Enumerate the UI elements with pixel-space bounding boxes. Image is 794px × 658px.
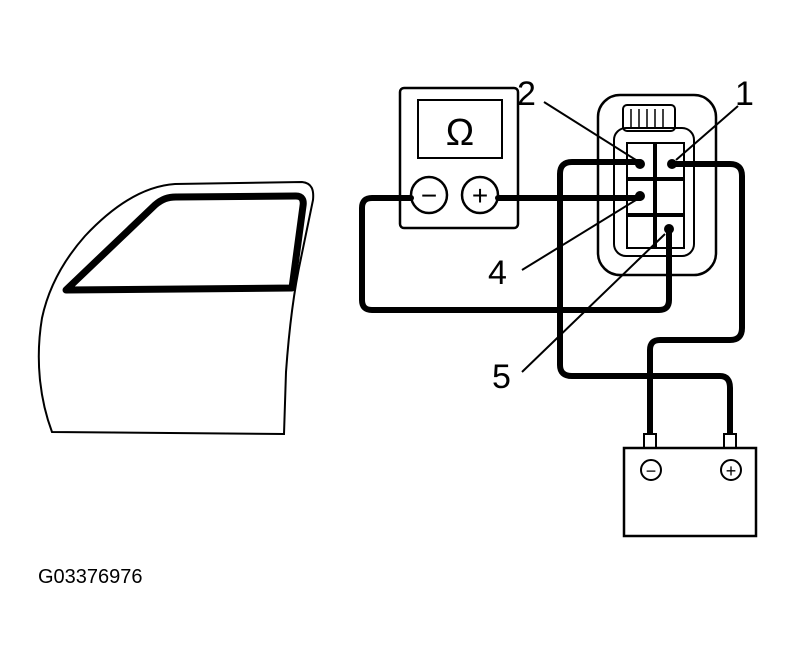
connector-outer <box>596 93 718 277</box>
battery-negative-sign: − <box>646 461 657 481</box>
meter-negative-wire <box>359 195 672 313</box>
terminal-cavity <box>655 179 685 215</box>
callout-labels: 2 1 4 5 <box>488 75 754 396</box>
callout-2-leader <box>543 101 637 161</box>
terminal-cavity <box>655 142 685 179</box>
battery-post-negative <box>643 433 657 449</box>
battery: − + <box>622 433 758 538</box>
ohmmeter-display <box>417 99 503 159</box>
callout-2: 2 <box>517 75 536 113</box>
meter-positive-sign: + <box>472 180 488 211</box>
callout-leaders <box>521 101 739 373</box>
connector-latch <box>622 104 676 132</box>
ohmmeter: Ω − + <box>398 86 520 230</box>
figure-code: G03376976 <box>38 566 143 588</box>
callout-1-leader <box>675 105 739 161</box>
car-door <box>37 180 315 436</box>
meter-negative-sign: − <box>421 180 437 211</box>
terminal-cavity <box>626 215 655 249</box>
switch-connector <box>596 93 718 277</box>
callout-5-leader <box>521 233 666 373</box>
battery-minus-icon <box>640 459 662 481</box>
battery-negative-wire <box>557 159 733 441</box>
callout-5: 5 <box>492 358 511 396</box>
callout-4: 4 <box>488 254 507 292</box>
connector-inner <box>613 127 695 257</box>
wires <box>359 159 745 441</box>
callout-1: 1 <box>735 75 754 113</box>
battery-plus-icon <box>720 459 742 481</box>
callout-4-leader <box>521 199 637 271</box>
door-outline <box>37 180 315 436</box>
ohm-symbol: Ω <box>446 112 474 154</box>
battery-post-positive <box>723 433 737 449</box>
door-window-frame <box>62 192 307 294</box>
battery-positive-wire <box>647 161 745 441</box>
battery-positive-sign: + <box>726 461 737 481</box>
